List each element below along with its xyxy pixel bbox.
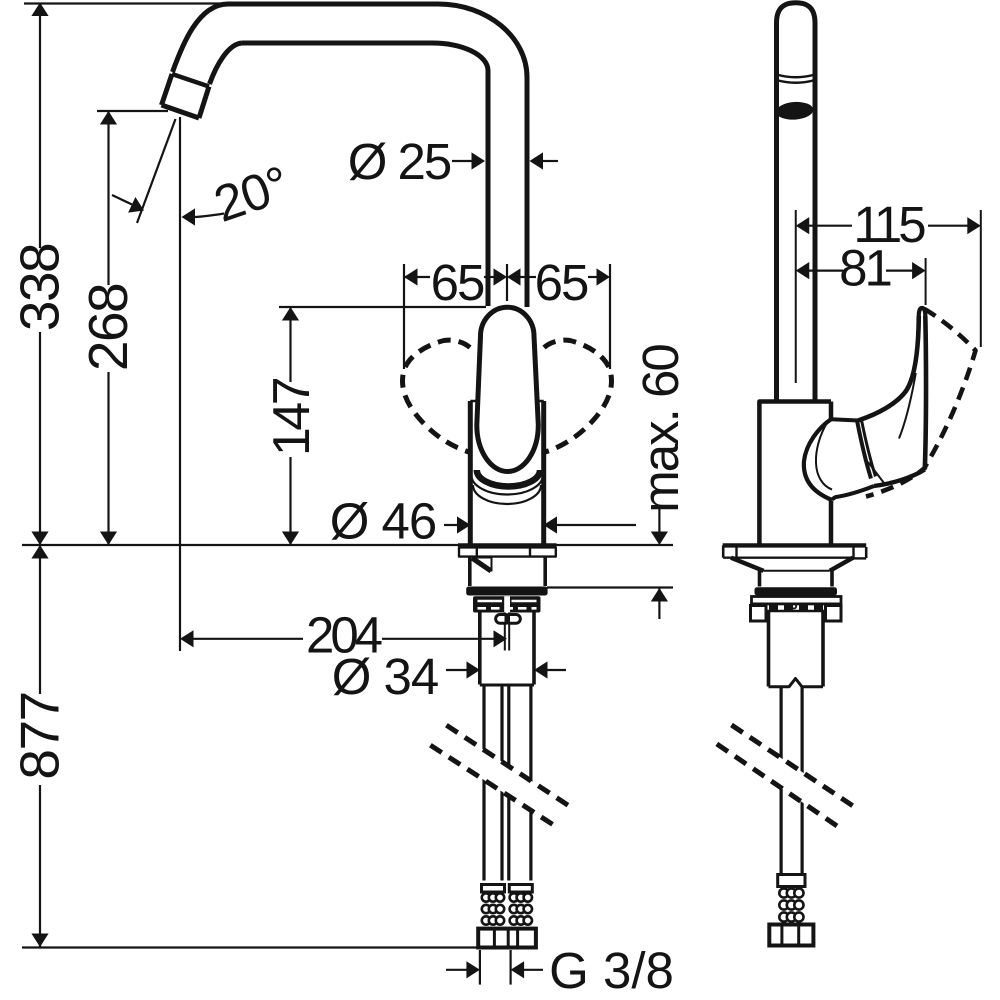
svg-text:81: 81 [839, 240, 890, 297]
svg-text:G 3/8: G 3/8 [549, 942, 674, 999]
svg-text:Ø 46: Ø 46 [330, 493, 437, 550]
svg-text:max. 60: max. 60 [632, 345, 689, 513]
svg-text:Ø 25: Ø 25 [348, 133, 451, 190]
svg-text:115: 115 [853, 196, 925, 253]
svg-text:877: 877 [9, 692, 71, 779]
svg-text:268: 268 [77, 284, 139, 371]
svg-text:Ø 34: Ø 34 [332, 648, 439, 705]
svg-text:147: 147 [263, 378, 321, 456]
svg-text:338: 338 [9, 244, 71, 331]
svg-text:65: 65 [535, 254, 588, 311]
svg-text:65: 65 [431, 254, 484, 311]
svg-text:204: 204 [306, 607, 382, 664]
